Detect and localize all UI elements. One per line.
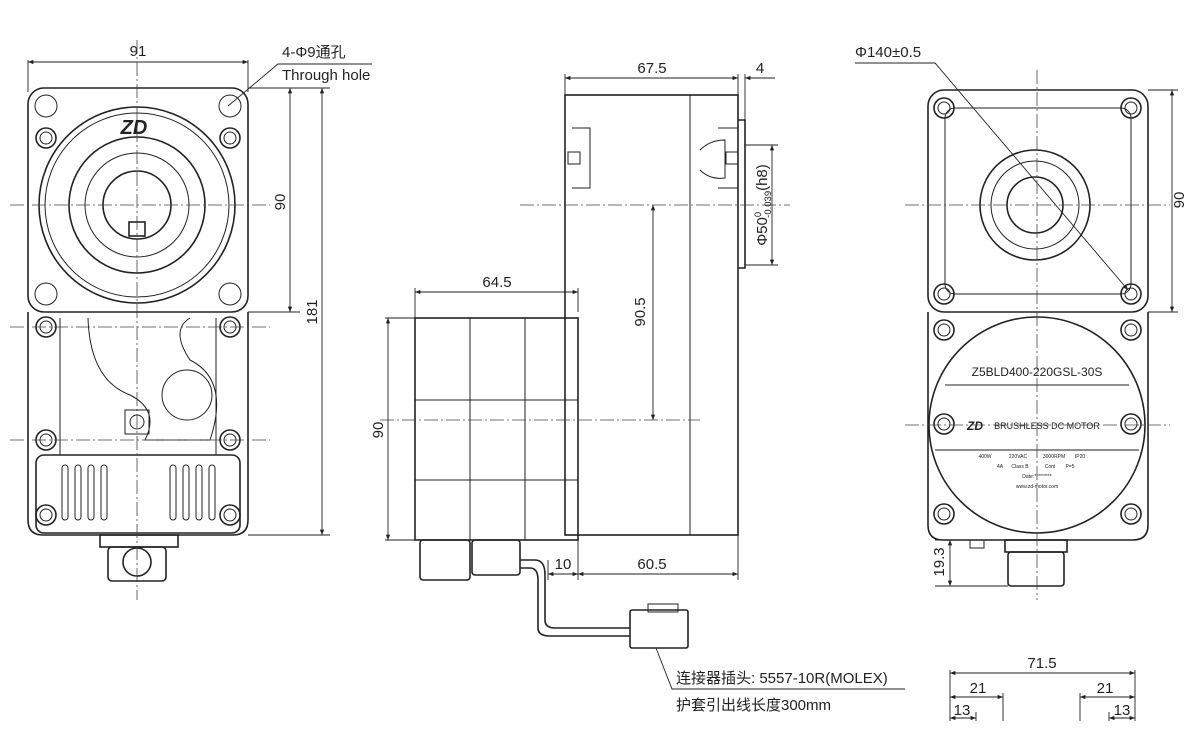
connector-height-dim: 19.3 xyxy=(931,547,948,576)
flange-height-dim: 90 xyxy=(272,194,289,211)
shaft-step-dim: 4 xyxy=(756,60,764,77)
pilot-diameter-dim: Φ500-0.039(h8) xyxy=(753,164,774,246)
connector-leader xyxy=(655,647,905,690)
gearbox-length-dim: 67.5 xyxy=(637,60,666,77)
mount-holes xyxy=(34,94,242,526)
nameplate-duty: Cont xyxy=(1045,464,1056,470)
nameplate-current: 4A xyxy=(997,464,1004,470)
nameplate-model: Z5BLD400-220GSL-30S xyxy=(972,365,1103,379)
rear-view: Φ140±0.5 Z5BLD400-220GSL-30S ZD BRUSHLES… xyxy=(855,44,1188,600)
nameplate: Z5BLD400-220GSL-30S ZD BRUSHLESS DC MOTO… xyxy=(966,365,1102,490)
hole-note-cn: 4-Φ9通孔 xyxy=(282,44,346,61)
gearbox-body-dim: 60.5 xyxy=(637,556,666,573)
left-dim-outer: 21 xyxy=(970,680,987,697)
nameplate-power: 400W xyxy=(978,454,991,460)
rear-flange-height-dim: 90 xyxy=(1171,192,1188,209)
pcd-dim: Φ140±0.5 xyxy=(855,44,921,61)
connector-offset-dim: 10 xyxy=(555,556,572,573)
side-view: 67.5 4 Φ500-0.039(h8) 90.5 64.5 90 xyxy=(370,60,905,714)
bottom-view-dims: 71.5 21 21 13 13 xyxy=(949,655,1136,721)
overall-dim: 71.5 xyxy=(1027,655,1056,672)
right-dim-inner: 13 xyxy=(1114,702,1131,719)
motor-length-dim: 64.5 xyxy=(482,274,511,291)
nameplate-speed: 3000RPM xyxy=(1043,454,1065,460)
nameplate-title: BRUSHLESS DC MOTOR xyxy=(994,421,1100,431)
shaft-offset-dim: 90.5 xyxy=(632,297,649,326)
right-dim-outer: 21 xyxy=(1097,680,1114,697)
width-dim: 91 xyxy=(130,43,147,60)
left-dim-inner: 13 xyxy=(954,702,971,719)
rear-mount-holes xyxy=(933,97,1142,525)
nameplate-poles: P=5 xyxy=(1065,464,1074,470)
nameplate-website: www.zd-motor.com xyxy=(1016,484,1058,490)
hole-leader xyxy=(227,63,372,107)
vent-slots xyxy=(61,464,216,521)
connector-note: 连接器插头: 5557-10R(MOLEX) xyxy=(676,670,888,687)
nameplate-logo: ZD xyxy=(966,419,983,433)
cable-note: 护套引出线长度300mm xyxy=(676,697,831,714)
front-view: 91 4-Φ9通孔 Through hole ZD xyxy=(10,40,372,600)
motor-height-dim: 90 xyxy=(370,422,387,439)
nameplate-voltage: 220VAC xyxy=(1009,454,1028,460)
total-height-dim: 181 xyxy=(304,299,321,324)
nameplate-ip: IP20 xyxy=(1075,454,1086,460)
nameplate-class: Class B xyxy=(1011,464,1029,470)
hole-note-en: Through hole xyxy=(282,67,370,84)
zd-logo: ZD xyxy=(120,117,148,139)
